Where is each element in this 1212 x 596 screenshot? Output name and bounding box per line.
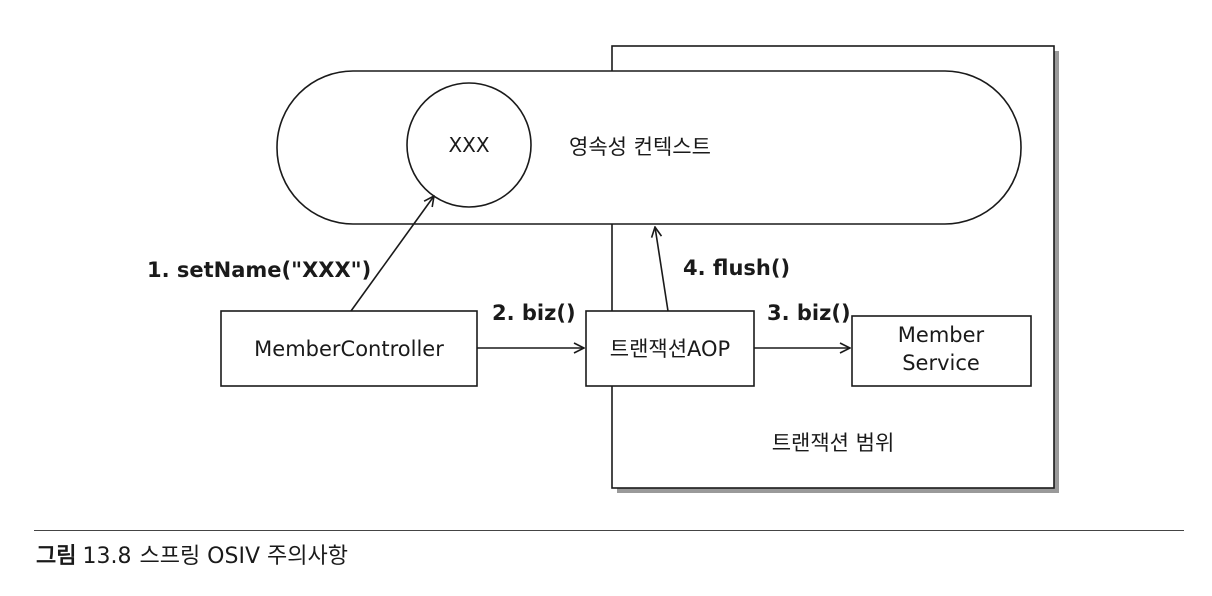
flush-label: 4. flush() (683, 256, 790, 280)
member-controller-label: MemberController (254, 337, 444, 361)
transaction-scope-label: 트랜잭션 범위 (772, 431, 895, 455)
entity-circle (406, 82, 532, 208)
member-service-label-line2: Service (902, 351, 980, 375)
set-name-arrow (350, 196, 434, 312)
caption-number: 13.8 (82, 544, 132, 569)
transaction-aop-box (585, 310, 755, 387)
entity-label: XXX (448, 133, 489, 157)
member-service-label-line1: Member (898, 323, 985, 347)
biz-to-service-label: 3. biz() (767, 301, 851, 325)
persistence-context-label: 영속성 컨텍스트 (569, 135, 711, 159)
caption-label: 그림 (36, 544, 77, 569)
set-name-label: 1. setName("XXX") (147, 258, 371, 282)
member-service-box (851, 315, 1032, 387)
transaction-aop-label: 트랜잭션AOP (610, 337, 730, 361)
osiv-diagram: 트랜잭션 범위 영속성 컨텍스트 XXX MemberController 트랜… (147, 45, 1059, 493)
member-controller-box (220, 310, 478, 387)
biz-to-aop-label: 2. biz() (492, 301, 576, 325)
caption-divider (34, 530, 1184, 531)
caption-title: 스프링 OSIV 주의사항 (139, 544, 348, 569)
flush-arrow (655, 227, 669, 312)
